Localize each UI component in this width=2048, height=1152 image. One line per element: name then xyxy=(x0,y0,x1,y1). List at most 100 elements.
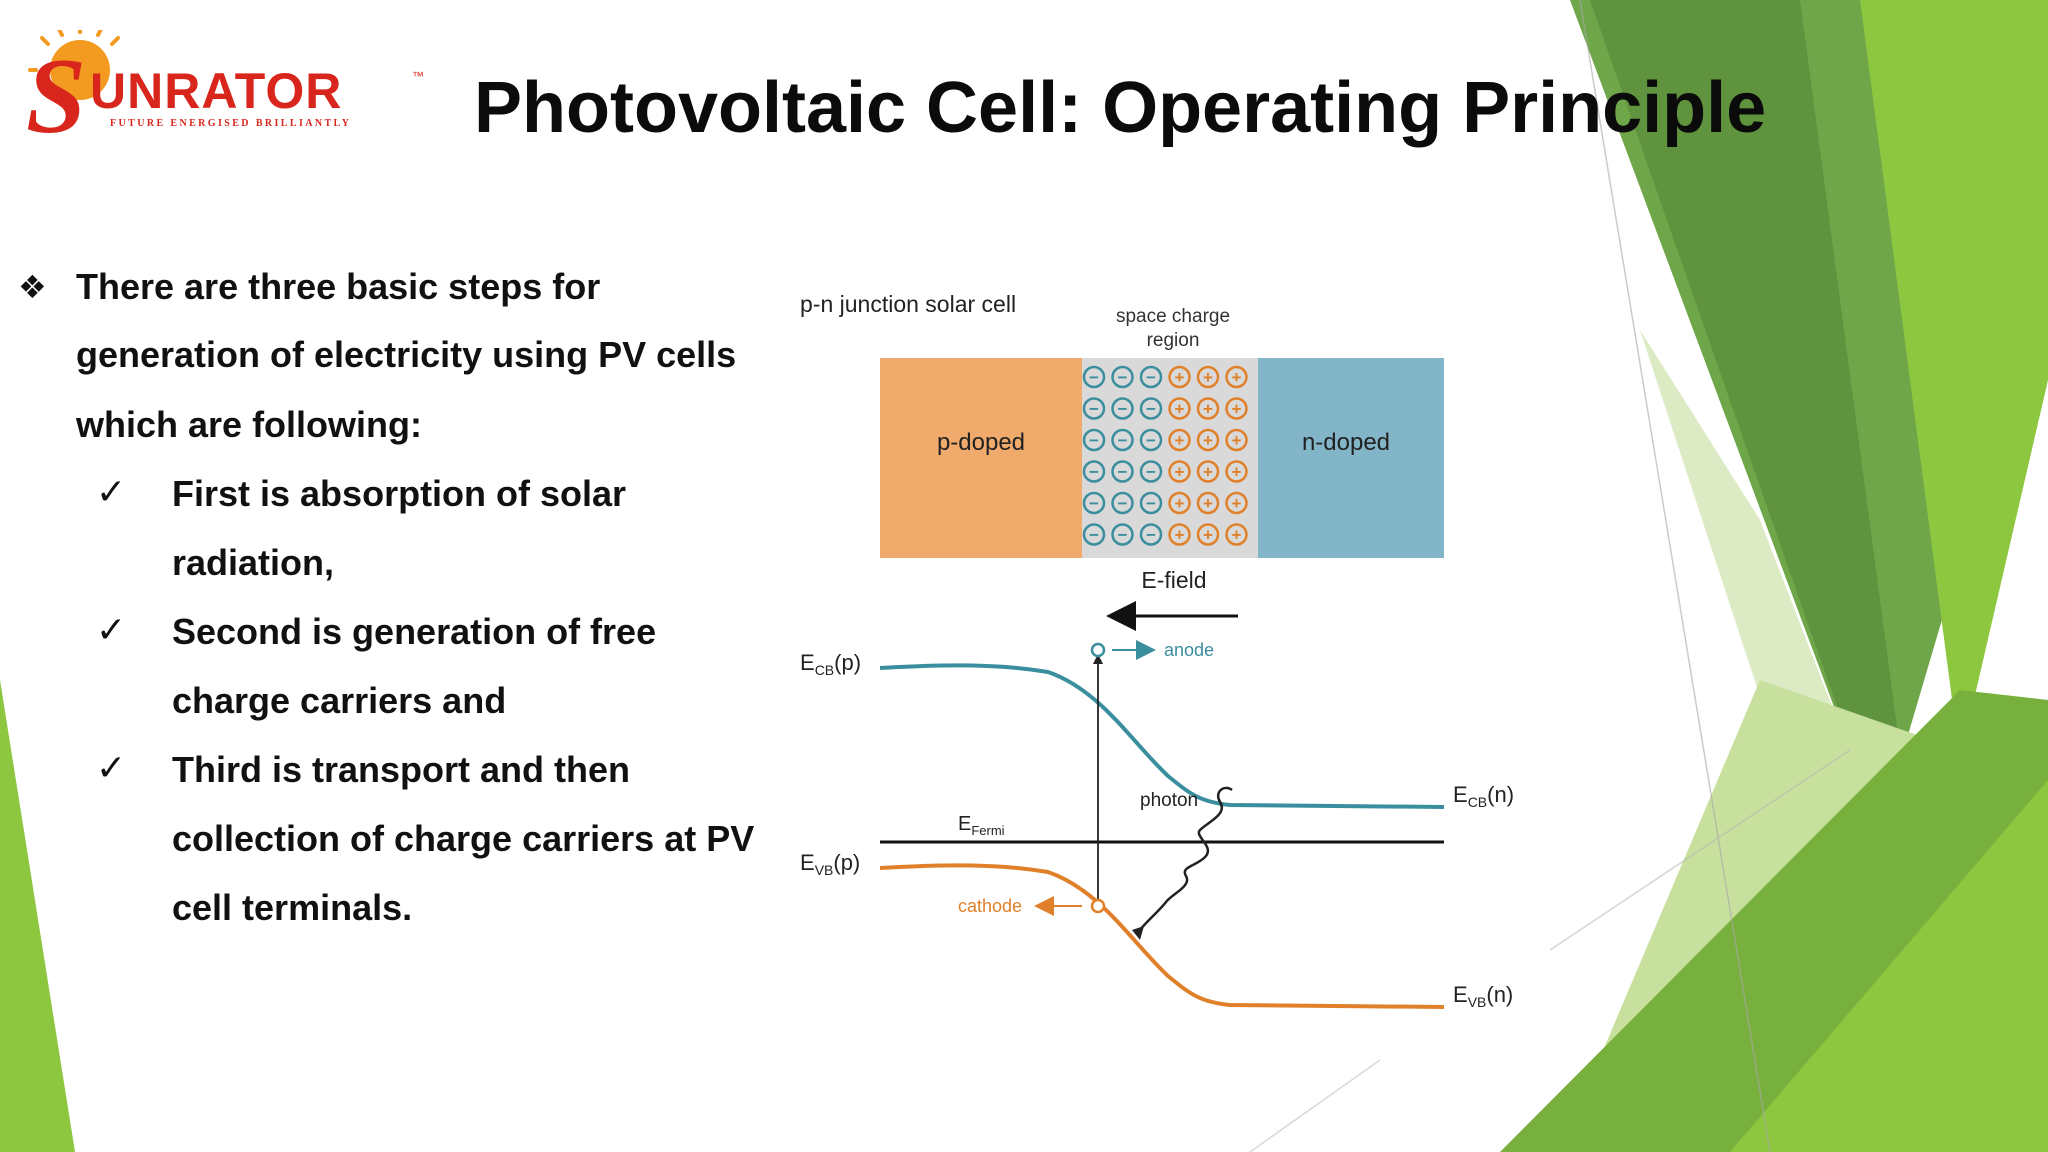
minus-sign: − xyxy=(1089,400,1099,419)
efield-label: E-field xyxy=(1141,567,1206,593)
negative-charge-icon xyxy=(1139,523,1163,546)
checkmark-icon: ✓ xyxy=(96,747,127,788)
plus-sign: + xyxy=(1175,368,1185,387)
plus-sign: + xyxy=(1203,463,1213,482)
positive-charge-icon xyxy=(1225,491,1248,515)
n-doped-region xyxy=(1258,358,1444,558)
positive-charge-icon xyxy=(1196,365,1220,389)
negative-charge-icon xyxy=(1111,491,1134,515)
step-line: charge carriers and xyxy=(172,680,507,721)
positive-charge-icon xyxy=(1196,523,1220,546)
cathode-label: cathode xyxy=(958,896,1022,916)
logo-initial: S xyxy=(26,37,86,145)
minus-sign: − xyxy=(1118,431,1128,450)
evb-n-label: EVB(n) xyxy=(1453,982,1513,1010)
negative-charge-icon xyxy=(1139,365,1163,389)
positive-charge-icon xyxy=(1225,397,1248,420)
plus-sign: + xyxy=(1232,368,1242,387)
green-shape-lower-bright xyxy=(1730,780,2048,1152)
positive-charge-icon xyxy=(1168,523,1191,546)
valence-band-curve xyxy=(879,863,1445,1009)
photon-arrowhead xyxy=(1132,926,1144,940)
checkmark-icon: ✓ xyxy=(96,609,127,650)
ecb-n-label: ECB(n) xyxy=(1453,782,1514,810)
step-line: Third is transport and then xyxy=(172,749,631,790)
positive-charge-icon xyxy=(1225,523,1248,546)
step-line: cell terminals. xyxy=(172,887,413,928)
positive-charge-icon xyxy=(1225,428,1248,452)
plus-sign: + xyxy=(1175,526,1185,545)
photon-label: photon xyxy=(1140,790,1198,811)
positive-charge-icon xyxy=(1196,397,1220,420)
minus-sign: − xyxy=(1089,368,1099,387)
minus-sign: − xyxy=(1089,431,1099,450)
minus-sign: − xyxy=(1118,526,1128,545)
negative-charge-icon xyxy=(1111,460,1134,483)
hole xyxy=(1090,898,1106,914)
step-line: Second is generation of free xyxy=(172,611,657,652)
plus-sign: + xyxy=(1203,431,1213,450)
step-line: First is absorption of solar xyxy=(172,473,627,514)
plus-sign: + xyxy=(1203,526,1213,545)
positive-charge-icon xyxy=(1168,460,1191,483)
photon-wave xyxy=(1137,786,1233,933)
pn-junction-diagram: p-n junction solar cell space charge reg… xyxy=(800,291,1514,1010)
minus-sign: − xyxy=(1089,526,1099,545)
step-line: collection of charge carriers at PV xyxy=(172,818,755,859)
space-charge-region xyxy=(1082,358,1258,558)
minus-sign: − xyxy=(1146,463,1156,482)
green-shape-dark-band xyxy=(1590,0,1900,830)
minus-sign: − xyxy=(1146,526,1156,545)
plus-sign: + xyxy=(1203,494,1213,513)
minus-sign: − xyxy=(1146,494,1156,513)
positive-charge-icon xyxy=(1168,428,1191,452)
decor-thin-line xyxy=(1579,0,1771,1152)
positive-charge-icon xyxy=(1168,365,1191,389)
green-shape-left-edge xyxy=(0,680,75,1152)
minus-sign: − xyxy=(1089,494,1099,513)
negative-charge-icon xyxy=(1139,397,1163,420)
space-charge-label: space charge xyxy=(1116,306,1230,327)
intro-line: which are following: xyxy=(76,404,423,445)
plus-sign: + xyxy=(1175,431,1185,450)
ecb-p-label: ECB(p) xyxy=(800,650,861,678)
negative-charge-icon xyxy=(1139,428,1163,452)
excitation-arrowhead xyxy=(1093,654,1103,664)
plus-sign: + xyxy=(1232,526,1242,545)
negative-charge-icon xyxy=(1111,523,1134,546)
minus-sign: − xyxy=(1146,431,1156,450)
plus-sign: + xyxy=(1175,400,1185,419)
minus-sign: − xyxy=(1118,368,1128,387)
four-diamond-bullet-icon: ❖ xyxy=(18,269,47,305)
efermi-label: EFermi xyxy=(958,813,1005,838)
charge-grid: −−−+++−−−+++−−−+++−−−+++−−−+++−−−+++ xyxy=(1082,365,1248,546)
negative-charge-icon xyxy=(1082,428,1106,452)
sun-icon xyxy=(28,30,120,100)
sunrator-logo: S UNRATOR ™ FUTURE ENERGISED BRILLIANTLY xyxy=(26,30,424,145)
negative-charge-icon xyxy=(1111,365,1134,389)
space-charge-label: region xyxy=(1147,330,1200,351)
minus-sign: − xyxy=(1146,400,1156,419)
plus-sign: + xyxy=(1232,463,1242,482)
minus-sign: − xyxy=(1089,463,1099,482)
positive-charge-icon xyxy=(1196,460,1220,483)
slide-title: Photovoltaic Cell: Operating Principle xyxy=(474,68,1767,148)
plus-sign: + xyxy=(1203,400,1213,419)
minus-sign: − xyxy=(1118,494,1128,513)
negative-charge-icon xyxy=(1111,428,1134,452)
evb-p-label: EVB(p) xyxy=(800,850,860,878)
decor-thin-line xyxy=(1249,1059,1381,1152)
conduction-band-curve xyxy=(879,663,1445,809)
negative-charge-icon xyxy=(1111,397,1134,420)
positive-charge-icon xyxy=(1225,460,1248,483)
plus-sign: + xyxy=(1232,400,1242,419)
anode-label: anode xyxy=(1164,640,1214,660)
diagram-heading: p-n junction solar cell xyxy=(800,291,1016,317)
negative-charge-icon xyxy=(1082,397,1106,420)
minus-sign: − xyxy=(1146,368,1156,387)
negative-charge-icon xyxy=(1082,365,1106,389)
negative-charge-icon xyxy=(1139,460,1163,483)
intro-line: generation of electricity using PV cells xyxy=(76,334,737,375)
logo-tagline: FUTURE ENERGISED BRILLIANTLY xyxy=(110,118,351,129)
p-doped-region xyxy=(880,358,1082,558)
